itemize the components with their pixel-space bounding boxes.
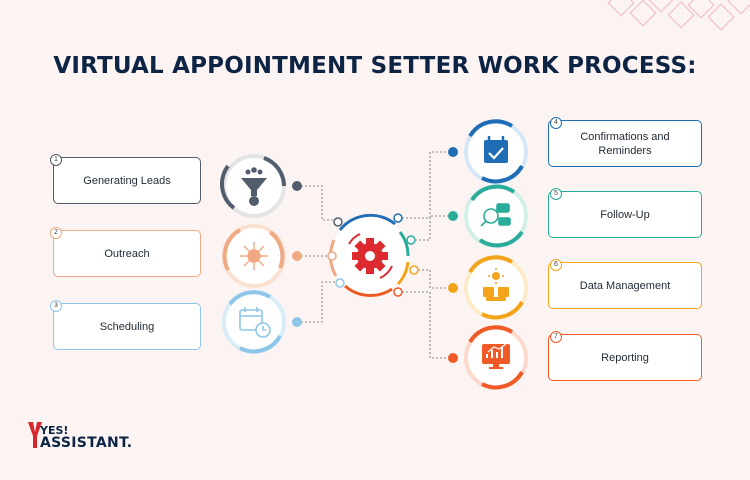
yes-assistant-logo-icon xyxy=(28,422,42,448)
data-boxes-icon xyxy=(483,268,509,301)
funnel-users-icon xyxy=(241,167,267,206)
icon-circle-4 xyxy=(448,119,528,184)
connector-6 xyxy=(414,269,452,289)
icon-circle-6 xyxy=(448,255,528,320)
chart-monitor-icon xyxy=(482,343,510,369)
decorative-diamonds xyxy=(607,0,750,31)
icon-circle-7 xyxy=(448,325,528,390)
step-box-2: Outreach xyxy=(53,230,201,277)
step-box-5: Follow-Up xyxy=(548,191,702,238)
step-box-1: Generating Leads xyxy=(53,157,201,204)
step-label-1: Generating Leads xyxy=(83,174,171,187)
step-box-6: Data Management xyxy=(548,262,702,309)
step-box-3: Scheduling xyxy=(53,303,201,350)
step-box-7: Reporting xyxy=(548,334,702,381)
connector-1 xyxy=(297,185,338,221)
step-number-1: 1 xyxy=(50,154,62,166)
step-box-4: Confirmations and Reminders xyxy=(548,120,702,167)
step-number-2: 2 xyxy=(50,227,62,239)
step-number-5: 5 xyxy=(550,188,562,200)
step-label-5: Follow-Up xyxy=(600,208,650,221)
step-label-7: Reporting xyxy=(601,351,649,364)
connector-4 xyxy=(398,151,452,219)
step-number-7: 7 xyxy=(550,331,562,343)
step-number-3: 3 xyxy=(50,300,62,312)
page-title: VIRTUAL APPOINTMENT SETTER WORK PROCESS: xyxy=(53,53,697,79)
icon-circle-2 xyxy=(222,224,302,288)
center-ring xyxy=(327,213,419,297)
connector-3 xyxy=(297,281,340,323)
calendar-check-icon xyxy=(484,136,508,163)
network-icon xyxy=(240,242,268,270)
logo-line-2: ASSISTANT. xyxy=(40,435,133,451)
calendar-clock-icon xyxy=(239,307,271,338)
step-label-2: Outreach xyxy=(104,247,150,260)
connector-5 xyxy=(411,215,452,241)
connectors xyxy=(297,151,452,359)
icon-circle-5 xyxy=(448,184,528,248)
icon-circle-1 xyxy=(220,154,302,218)
step-number-4: 4 xyxy=(550,117,562,129)
search-chat-icon xyxy=(480,203,511,227)
icon-circle-3 xyxy=(222,290,302,354)
step-label-3: Scheduling xyxy=(99,320,155,333)
step-number-6: 6 xyxy=(550,259,562,271)
connector-7 xyxy=(398,291,452,359)
gear-icon xyxy=(348,233,393,279)
logo-line-1: YES! xyxy=(40,424,69,437)
step-label-4: Confirmations and Reminders xyxy=(580,130,670,157)
step-label-6: Data Management xyxy=(579,279,671,292)
